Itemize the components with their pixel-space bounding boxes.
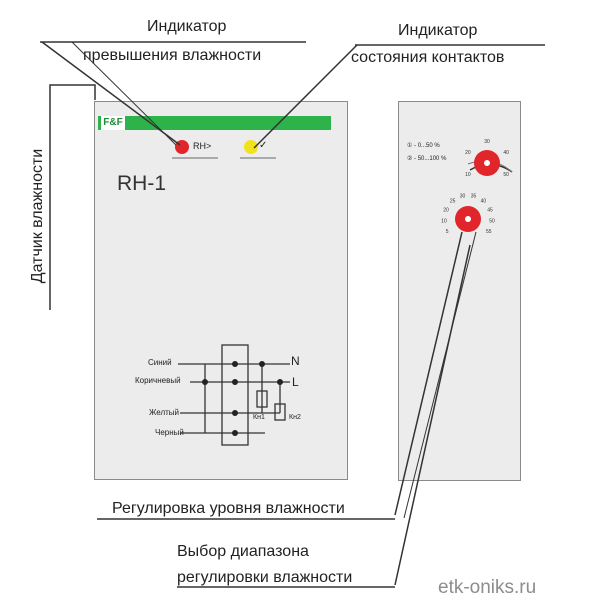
callout-level [394, 231, 463, 516]
contact-led-indicator [244, 140, 258, 154]
lower-scale-tick: 35 [471, 194, 477, 200]
upper-scale-tick: 10 [465, 172, 471, 178]
wire-brown-label: Коричневый [135, 376, 181, 385]
humidity-indicator-subtitle: превышения влажности [83, 47, 262, 64]
lower-scale-tick: 10 [441, 218, 447, 224]
humidity-indicator-title: Индикатор [147, 18, 227, 35]
lower-scale-tick: 30 [460, 194, 466, 200]
led-rh-label: RH> [193, 141, 212, 151]
lower-scale-tick: 25 [450, 199, 456, 205]
level-adjust-label: Регулировка уровня влажности [112, 500, 345, 517]
watermark: etk-oniks.ru [438, 577, 537, 598]
upper-scale: 10 20 30 40 50 [465, 139, 509, 178]
front-panel [94, 101, 348, 480]
range-select-subtitle: регулировки влажности [177, 569, 353, 586]
range-select-title: Выбор диапазона [177, 543, 309, 560]
callout-range [394, 244, 471, 586]
wiring-dots [202, 361, 283, 436]
callout-level-2 [403, 231, 477, 519]
sensor-bracket [49, 84, 96, 310]
terminal-n-label: N [291, 354, 300, 368]
wiring-diagram [178, 344, 290, 446]
wire-yellow-label: Желтый [149, 408, 180, 417]
callout-contacts [253, 44, 358, 149]
lower-scale-tick: 50 [489, 218, 495, 224]
led-underline-2 [240, 157, 276, 159]
contact-1-label: Кн1 [253, 414, 265, 421]
callout-humidity-2 [71, 41, 177, 146]
level-knob-center [465, 216, 471, 222]
wire-black-label: Черный [155, 428, 184, 437]
range-2-legend: ② - 50...100 % [407, 156, 447, 162]
lower-scale-tick: 20 [443, 208, 449, 214]
lower-scale-tick: 45 [487, 208, 493, 214]
wire-blue-label: Синий [148, 358, 172, 367]
contact-indicator-title: Индикатор [398, 22, 478, 39]
led-state-label: ✓ [259, 140, 268, 151]
contact-2-label: Кн2 [289, 414, 301, 421]
upper-scale-tick: 30 [484, 139, 490, 145]
upper-scale-tick: 20 [465, 150, 471, 156]
upper-scale-tick: 40 [503, 150, 509, 156]
contact-indicator-subtitle: состояния контактов [351, 49, 505, 66]
upper-scale-tick: 50 [503, 172, 509, 178]
range-knob-center [484, 160, 490, 166]
callout-humidity [41, 41, 181, 146]
model-name: RH-1 [117, 172, 167, 195]
lower-scale-tick: 40 [481, 199, 487, 205]
lower-scale-tick: 55 [486, 229, 492, 235]
terminal-l-label: L [292, 375, 299, 389]
lower-scale-tick: 5 [446, 229, 449, 235]
range-1-legend: ① - 0...50 % [407, 143, 440, 149]
brand-logo: F&F [101, 116, 125, 130]
led-underline-1 [172, 157, 218, 159]
